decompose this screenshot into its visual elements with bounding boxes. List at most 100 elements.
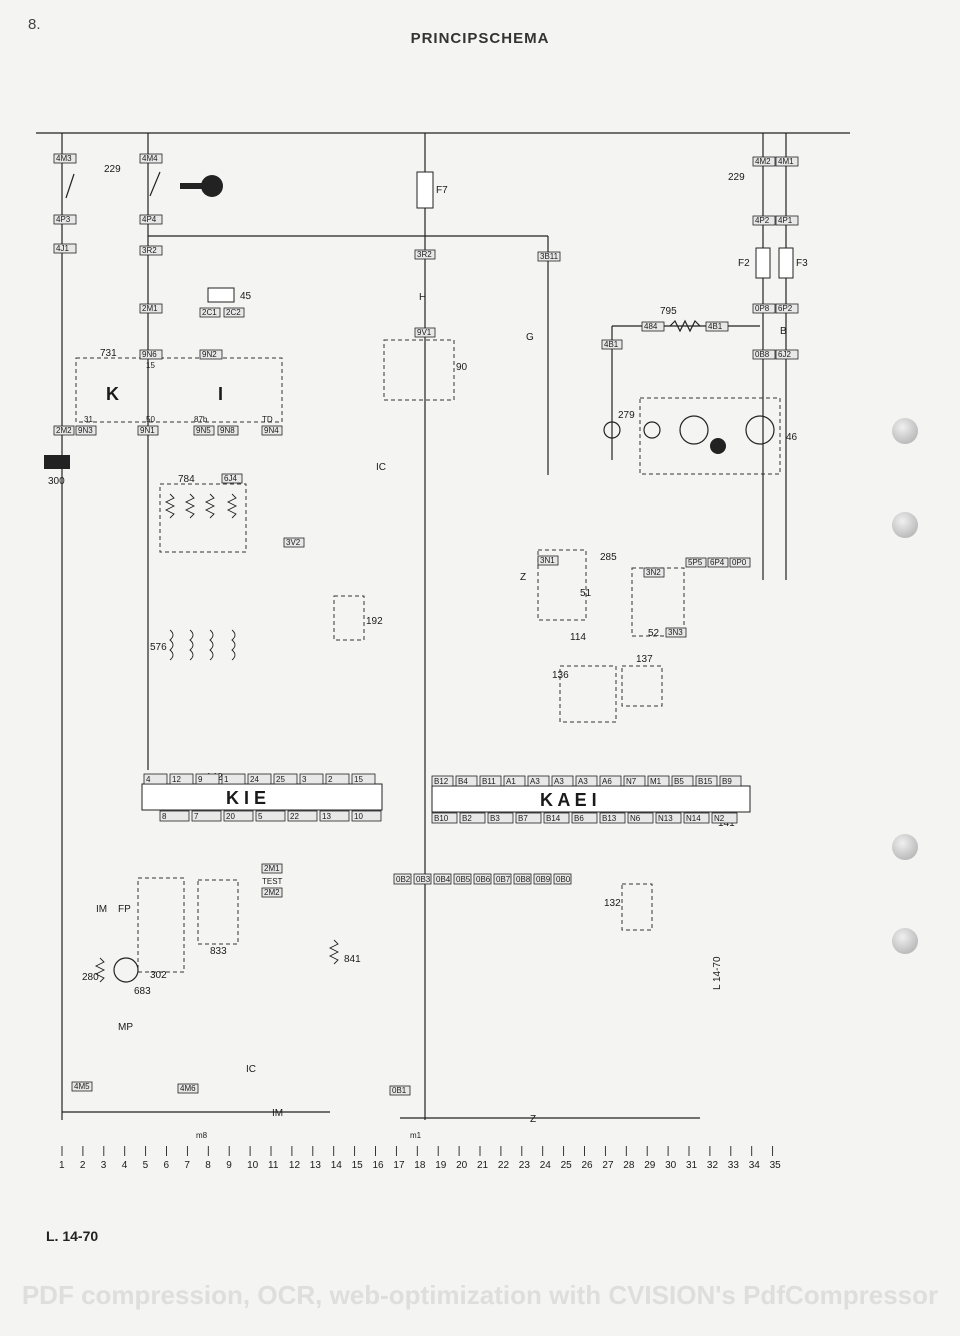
fuse-f3: [778, 247, 794, 279]
kaei-bottom-pin-label: N2: [714, 814, 725, 823]
label-300: 300: [48, 476, 65, 487]
label-229-right: 229: [728, 172, 745, 183]
label-f2: F2: [738, 258, 750, 269]
output-connector-box: [513, 873, 532, 885]
connector-4m1: [775, 156, 799, 167]
kie-bottom-pin-box: [319, 810, 350, 822]
kaei-top-pin-label: A3: [530, 777, 540, 786]
kaei-bottom-pin-box: [655, 812, 682, 824]
label-4m4: 4M4: [142, 154, 158, 163]
label-4m6: 4M6: [180, 1084, 196, 1093]
kie-bottom-pin-label: 5: [258, 812, 263, 821]
label-6p2: 6P2: [778, 304, 793, 313]
label-683: 683: [134, 986, 151, 997]
resistor-795: [669, 319, 701, 333]
module-kaei-label: K A E I: [540, 790, 597, 810]
module-kie-label: K I E: [226, 788, 266, 808]
connector-4m2: [752, 156, 776, 167]
fuse-f2: [755, 247, 771, 279]
pin-td: TD: [262, 415, 273, 424]
kaei-bottom-pin-label: B14: [546, 814, 561, 823]
label-9n8: 9N8: [220, 426, 235, 435]
label-4m1: 4M1: [778, 157, 794, 166]
label-3v2: 3V2: [286, 538, 301, 547]
relay-i-symbol: I: [218, 384, 223, 404]
kaei-bottom-pin-label: B3: [490, 814, 500, 823]
connector-3n1: [537, 555, 559, 566]
label-3n2: 3N2: [646, 568, 661, 577]
label-484: 484: [644, 322, 658, 331]
pin-15: 15: [146, 361, 155, 370]
scale-number: 30: [665, 1160, 677, 1171]
kaei-bottom-pin-label: B10: [434, 814, 449, 823]
scale-number: 26: [582, 1160, 594, 1171]
wire-label-im: IM: [272, 1108, 283, 1119]
label-114: 114: [570, 632, 586, 643]
scale-number: 11: [268, 1160, 279, 1171]
connector-9n5: [193, 425, 215, 436]
label-132: 132: [604, 898, 621, 909]
label-test: TEST: [262, 877, 283, 886]
kie-pin-label: 4: [146, 775, 151, 784]
connector-0p0: [729, 557, 751, 568]
label-f3: F3: [796, 258, 808, 269]
label-576: 576: [150, 642, 167, 653]
kie-pin-label: 25: [276, 775, 285, 784]
injector-1: [169, 629, 174, 661]
kie-pin-box: [273, 773, 298, 785]
resistor-bank-784: [159, 483, 247, 553]
kaei-top-pin-box: [623, 775, 646, 787]
connector-3r2b: [414, 249, 436, 260]
output-connector-box: [393, 873, 412, 885]
kaei-top-pin-label: B9: [722, 777, 732, 786]
connector-3b11: [537, 251, 561, 262]
kaei-top-pin-label: B11: [482, 777, 496, 786]
label-45: 45: [240, 291, 252, 302]
sensor-52: [631, 567, 685, 637]
scale-number: 16: [373, 1160, 385, 1171]
kie-pin-box: [299, 773, 324, 785]
scale-number: 32: [707, 1160, 719, 1171]
kie-pin-box: [325, 773, 350, 785]
label-51: 51: [580, 588, 592, 599]
gauge-turbo: [679, 415, 709, 445]
connector-484: [641, 321, 665, 332]
kie-pin-box: [221, 773, 246, 785]
connector-6j2: [775, 349, 799, 360]
label-im: IM: [96, 904, 107, 915]
kie-pin-label: 2: [328, 775, 333, 784]
injector-2: [189, 629, 194, 661]
kaei-top-pin-box: [695, 775, 718, 787]
scale-number: 14: [331, 1160, 343, 1171]
kaei-bottom-pin-label: B2: [462, 814, 472, 823]
kie-pin-box: [143, 773, 168, 785]
label-2c1: 2C1: [202, 308, 217, 317]
scale-number: 34: [749, 1160, 761, 1171]
side-reference: L 14-70: [712, 956, 723, 990]
wire-label-b: B: [780, 326, 787, 337]
connector-4p4: [139, 214, 163, 225]
label-f7: F7: [436, 185, 448, 196]
scale-number: 5: [143, 1160, 149, 1171]
sensor-132: [621, 883, 653, 931]
kie-pin-box: [169, 773, 194, 785]
wire-label-z-2: Z: [520, 572, 526, 583]
label-4m2: 4M2: [755, 157, 771, 166]
kaei-top-pin-label: A6: [602, 777, 612, 786]
kie-pin-box: [247, 773, 272, 785]
label-279: 279: [618, 410, 635, 421]
pin-87b: 87b: [194, 415, 208, 424]
connector-9v1: [414, 327, 436, 338]
pin-50: 50: [146, 415, 155, 424]
kaei-bottom-pin-box: [627, 812, 654, 824]
scale-number: 7: [184, 1160, 190, 1171]
connector-3r2a: [139, 245, 163, 256]
switch-contact-left: [65, 173, 75, 199]
label-795: 795: [660, 306, 677, 317]
injector-3: [209, 629, 214, 661]
kie-pin-label: 3: [302, 775, 307, 784]
wire-label-g: G: [526, 332, 534, 343]
label-9n1: 9N1: [140, 426, 155, 435]
label-137: 137: [636, 654, 653, 665]
kaei-bottom-pin-box: [711, 812, 738, 824]
